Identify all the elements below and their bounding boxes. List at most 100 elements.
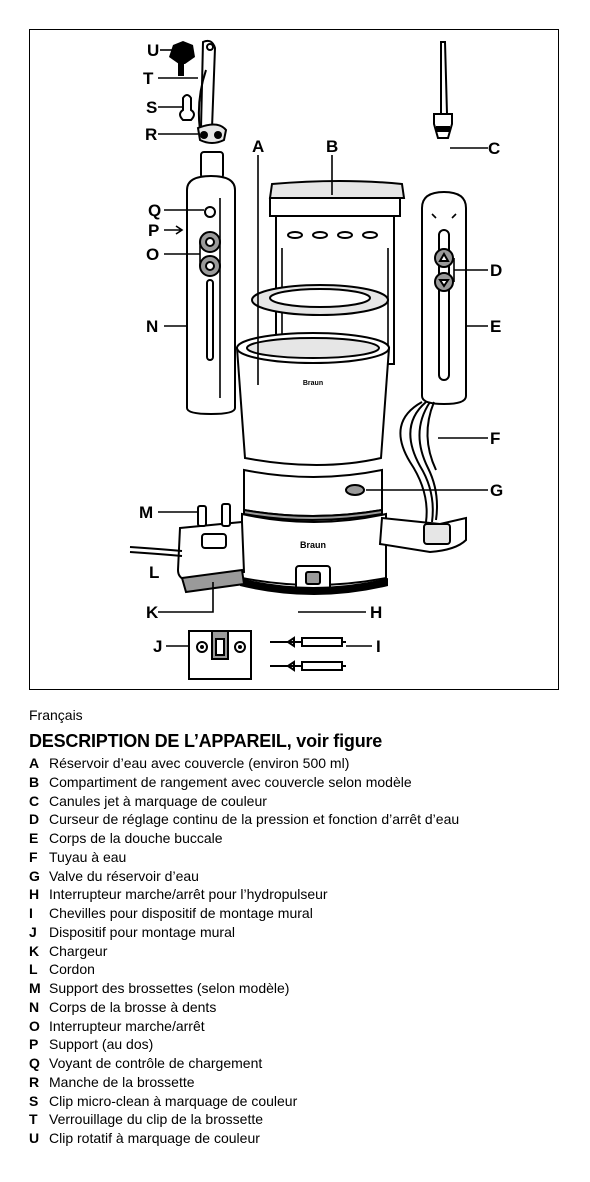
- legend-text: Interrupteur marche/arrêt: [49, 1017, 205, 1034]
- legend-item-t: T Verrouillage du clip de la brossette: [29, 1110, 459, 1129]
- legend-text: Compartiment de rangement avec couvercle…: [49, 773, 412, 790]
- legend-key: J: [29, 923, 37, 940]
- legend-item-o: O Interrupteur marche/arrêt: [29, 1017, 459, 1036]
- brush-head-assembly: [169, 39, 228, 144]
- charger-unit: [129, 503, 246, 594]
- legend-item-u: U Clip rotatif à marquage de couleur: [29, 1129, 459, 1148]
- figure-label-g: G: [490, 481, 503, 500]
- legend-text: Canules jet à marquage de couleur: [49, 792, 267, 809]
- figure-label-a: A: [252, 137, 264, 156]
- base-brand-text: Braun: [300, 540, 326, 550]
- wall-plugs-i: [270, 636, 346, 672]
- legend-key: U: [29, 1130, 40, 1146]
- legend-item-h: H Interrupteur marche/arrêt pour l’hydrop…: [29, 885, 459, 904]
- legend-text: Tuyau à eau: [49, 848, 127, 865]
- legend-item-l: L Cordon: [29, 960, 459, 979]
- legend-key: B: [29, 773, 40, 790]
- charge-indicator-q: [204, 206, 216, 218]
- toothbrush-body: [186, 151, 236, 416]
- device-figure: Braun Braun: [29, 29, 559, 690]
- wall-mount-j: [188, 630, 252, 680]
- micro-clean-clip-s: [179, 94, 195, 121]
- brush-handle-t: [199, 39, 217, 132]
- water-jet-handle: [421, 41, 467, 406]
- water-reservoir: Braun: [235, 332, 391, 466]
- legend-text: Support (au dos): [49, 1036, 154, 1053]
- legend-key: T: [29, 1111, 38, 1128]
- legend-text: Interrupteur marche/arrêt pour l’hydropu…: [49, 886, 328, 903]
- parts-legend: A Réservoir d’eau avec couvercle (environ…: [29, 754, 459, 1148]
- legend-item-g: G Valve du réservoir d’eau: [29, 867, 459, 886]
- section-title: DESCRIPTION DE L’APPAREIL, voir figure: [29, 731, 383, 751]
- legend-text: Réservoir d’eau avec couvercle (environ …: [49, 755, 350, 771]
- legend-key: C: [29, 792, 40, 809]
- figure-label-o: O: [146, 245, 159, 264]
- legend-key: H: [29, 886, 40, 903]
- legend-item-k: K Chargeur: [29, 942, 459, 961]
- brush-head-holder-m1: [197, 505, 207, 527]
- legend-key: O: [29, 1017, 40, 1034]
- legend-item-p: P Support (au dos): [29, 1035, 459, 1054]
- legend-key: I: [29, 905, 33, 921]
- legend-key: G: [29, 867, 40, 884]
- figure-label-s: S: [146, 98, 157, 117]
- figure-label-j: J: [153, 637, 162, 656]
- legend-key: S: [29, 1092, 39, 1109]
- legend-key: L: [29, 961, 38, 978]
- figure-label-f: F: [490, 429, 500, 448]
- legend-item-c: C Canules jet à marquage de couleur: [29, 792, 459, 811]
- figure-label-q: Q: [148, 201, 161, 220]
- legend-text: Chargeur: [49, 942, 108, 959]
- figure-label-n: N: [146, 317, 158, 336]
- figure-label-l: L: [149, 563, 159, 582]
- figure-label-h: H: [370, 603, 382, 622]
- figure-label-i: I: [376, 637, 381, 656]
- figure-label-r: R: [145, 125, 157, 144]
- legend-item-e: E Corps de la douche buccale: [29, 829, 459, 848]
- legend-text: Valve du réservoir d’eau: [49, 867, 199, 884]
- legend-item-a: A Réservoir d’eau avec couvercle (environ…: [29, 754, 459, 773]
- legend-item-s: S Clip micro-clean à marquage de couleur: [29, 1092, 459, 1111]
- rotating-clip-u: [169, 41, 195, 64]
- brush-head-holder-m2: [221, 503, 231, 527]
- legend-item-i: I Chevilles pour dispositif de montage mu…: [29, 904, 459, 923]
- legend-text: Verrouillage du clip de la brossette: [49, 1111, 264, 1128]
- legend-key: K: [29, 942, 40, 959]
- legend-key: P: [29, 1036, 39, 1053]
- jet-tip-c: [440, 41, 449, 115]
- power-cord-l: [129, 546, 183, 552]
- legend-text: Clip micro-clean à marquage de couleur: [49, 1092, 298, 1109]
- legend-item-r: R Manche de la brossette: [29, 1073, 459, 1092]
- figure-label-m: M: [139, 503, 153, 522]
- legend-key: D: [29, 811, 40, 828]
- legend-text: Corps de la brosse à dents: [49, 998, 217, 1015]
- legend-text: Voyant de contrôle de chargement: [49, 1055, 263, 1071]
- legend-item-n: N Corps de la brosse à dents: [29, 998, 459, 1017]
- legend-text: Clip rotatif à marquage de couleur: [49, 1130, 260, 1146]
- legend-text: Chevilles pour dispositif de montage mur…: [49, 905, 313, 921]
- figure-label-e: E: [490, 317, 501, 336]
- reservoir-brand-text: Braun: [303, 380, 323, 387]
- figure-label-d: D: [490, 261, 502, 280]
- legend-text: Support des brossettes (selon modèle): [49, 980, 290, 996]
- figure-label-p: P: [148, 221, 159, 240]
- water-hose-f: [399, 401, 438, 523]
- figure-label-b: B: [326, 137, 338, 156]
- legend-key: Q: [29, 1055, 40, 1071]
- legend-key: A: [29, 755, 40, 771]
- figure-label-c: C: [488, 139, 500, 158]
- legend-key: N: [29, 998, 40, 1015]
- legend-key: R: [29, 1073, 40, 1090]
- legend-text: Cordon: [49, 961, 95, 978]
- reservoir-valve-g: [345, 484, 365, 496]
- device-illustration: Braun Braun: [129, 39, 503, 680]
- legend-item-q: Q Voyant de contrôle de chargement: [29, 1054, 459, 1073]
- legend-text: Corps de la douche buccale: [49, 830, 223, 846]
- figure-label-t: T: [143, 69, 154, 88]
- legend-text: Manche de la brossette: [49, 1073, 195, 1090]
- legend-key: E: [29, 830, 39, 846]
- legend-item-b: B Compartiment de rangement avec couvercl…: [29, 773, 459, 792]
